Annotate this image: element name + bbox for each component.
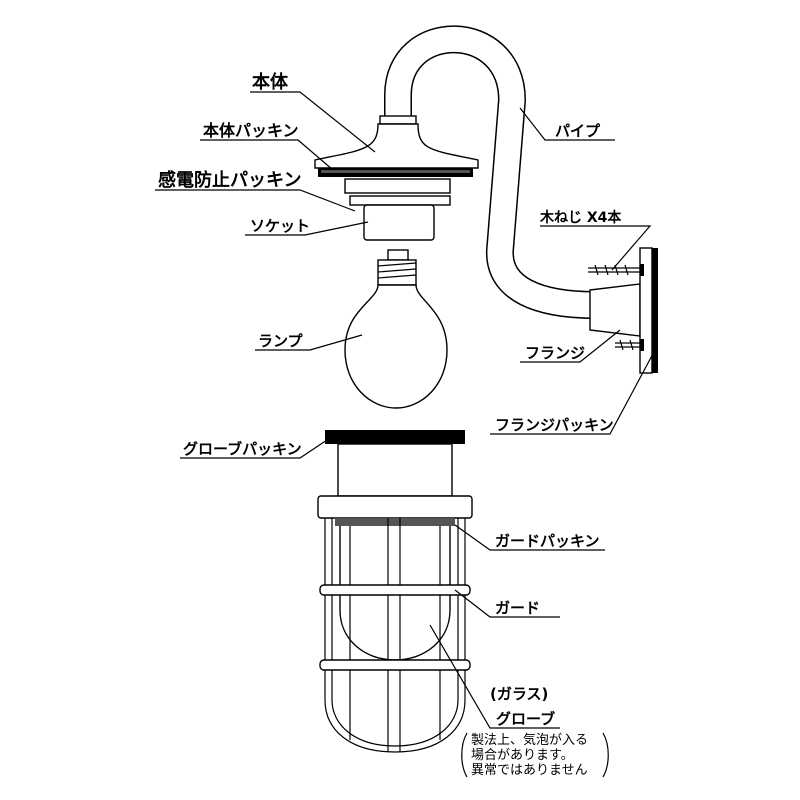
label-flange: フランジ bbox=[525, 344, 585, 362]
guard bbox=[319, 518, 471, 753]
note-parentheses bbox=[461, 732, 609, 778]
label-glass: (ガラス) bbox=[490, 685, 548, 703]
guard-packing bbox=[335, 518, 455, 526]
label-globe: グローブ bbox=[496, 710, 555, 728]
lamp bbox=[344, 249, 448, 409]
label-socket: ソケット bbox=[250, 217, 310, 235]
label-guard-packing: ガードパッキン bbox=[495, 532, 600, 550]
label-globe-packing: グローブパッキン bbox=[183, 440, 302, 458]
socket bbox=[363, 204, 435, 241]
note-line-1: 製法上、気泡が入る bbox=[471, 732, 588, 748]
leader-lines bbox=[155, 91, 656, 729]
label-shock-packing: 感電防止パッキン bbox=[158, 169, 301, 191]
pipe bbox=[384, 25, 596, 319]
note-line-2: 場合があります。 bbox=[471, 748, 574, 763]
note-line-3: 異常ではありません bbox=[471, 763, 588, 778]
body-ring bbox=[344, 178, 451, 194]
body bbox=[314, 115, 479, 169]
label-lamp: ランプ bbox=[258, 332, 304, 350]
label-pipe: パイプ bbox=[555, 122, 601, 140]
globe-packing bbox=[325, 430, 465, 444]
label-flange-packing: フランジパッキン bbox=[495, 416, 614, 434]
shock-packing bbox=[349, 195, 451, 206]
label-guard: ガード bbox=[495, 599, 540, 617]
flange bbox=[589, 247, 658, 374]
guard-ring bbox=[317, 495, 473, 519]
glass-neck bbox=[337, 443, 453, 497]
label-body-packing: 本体パッキン bbox=[203, 121, 299, 140]
label-body: 本体 bbox=[252, 71, 289, 93]
label-wood-screw: 木ねじ X4本 bbox=[539, 209, 622, 226]
